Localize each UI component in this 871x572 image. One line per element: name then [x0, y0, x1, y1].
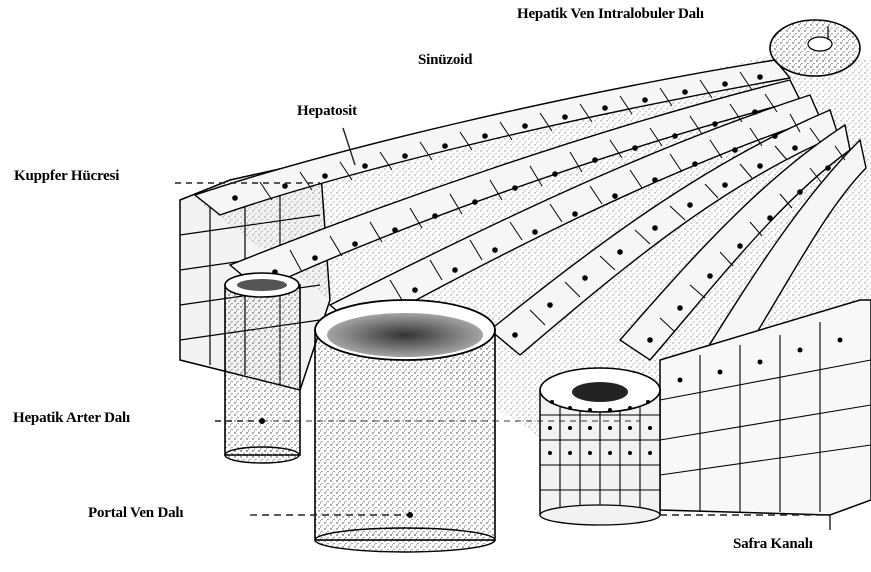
portal-vein-tube — [315, 300, 495, 552]
hepatic-artery-tube — [225, 273, 300, 463]
label-sinusoid: Sinüzoid — [418, 52, 472, 69]
label-portal-vein: Portal Ven Dalı — [88, 505, 183, 522]
bile-duct-tube — [540, 368, 660, 525]
label-kupffer-cell: Kuppfer Hücresi — [14, 168, 119, 185]
label-bile-duct: Safra Kanalı — [733, 536, 813, 553]
label-central-vein: Hepatik Ven Intralobuler Dalı — [517, 6, 704, 23]
central-vein — [770, 20, 860, 76]
label-hepatocyte: Hepatosit — [297, 103, 357, 120]
label-hepatic-artery: Hepatik Arter Dalı — [13, 410, 130, 427]
